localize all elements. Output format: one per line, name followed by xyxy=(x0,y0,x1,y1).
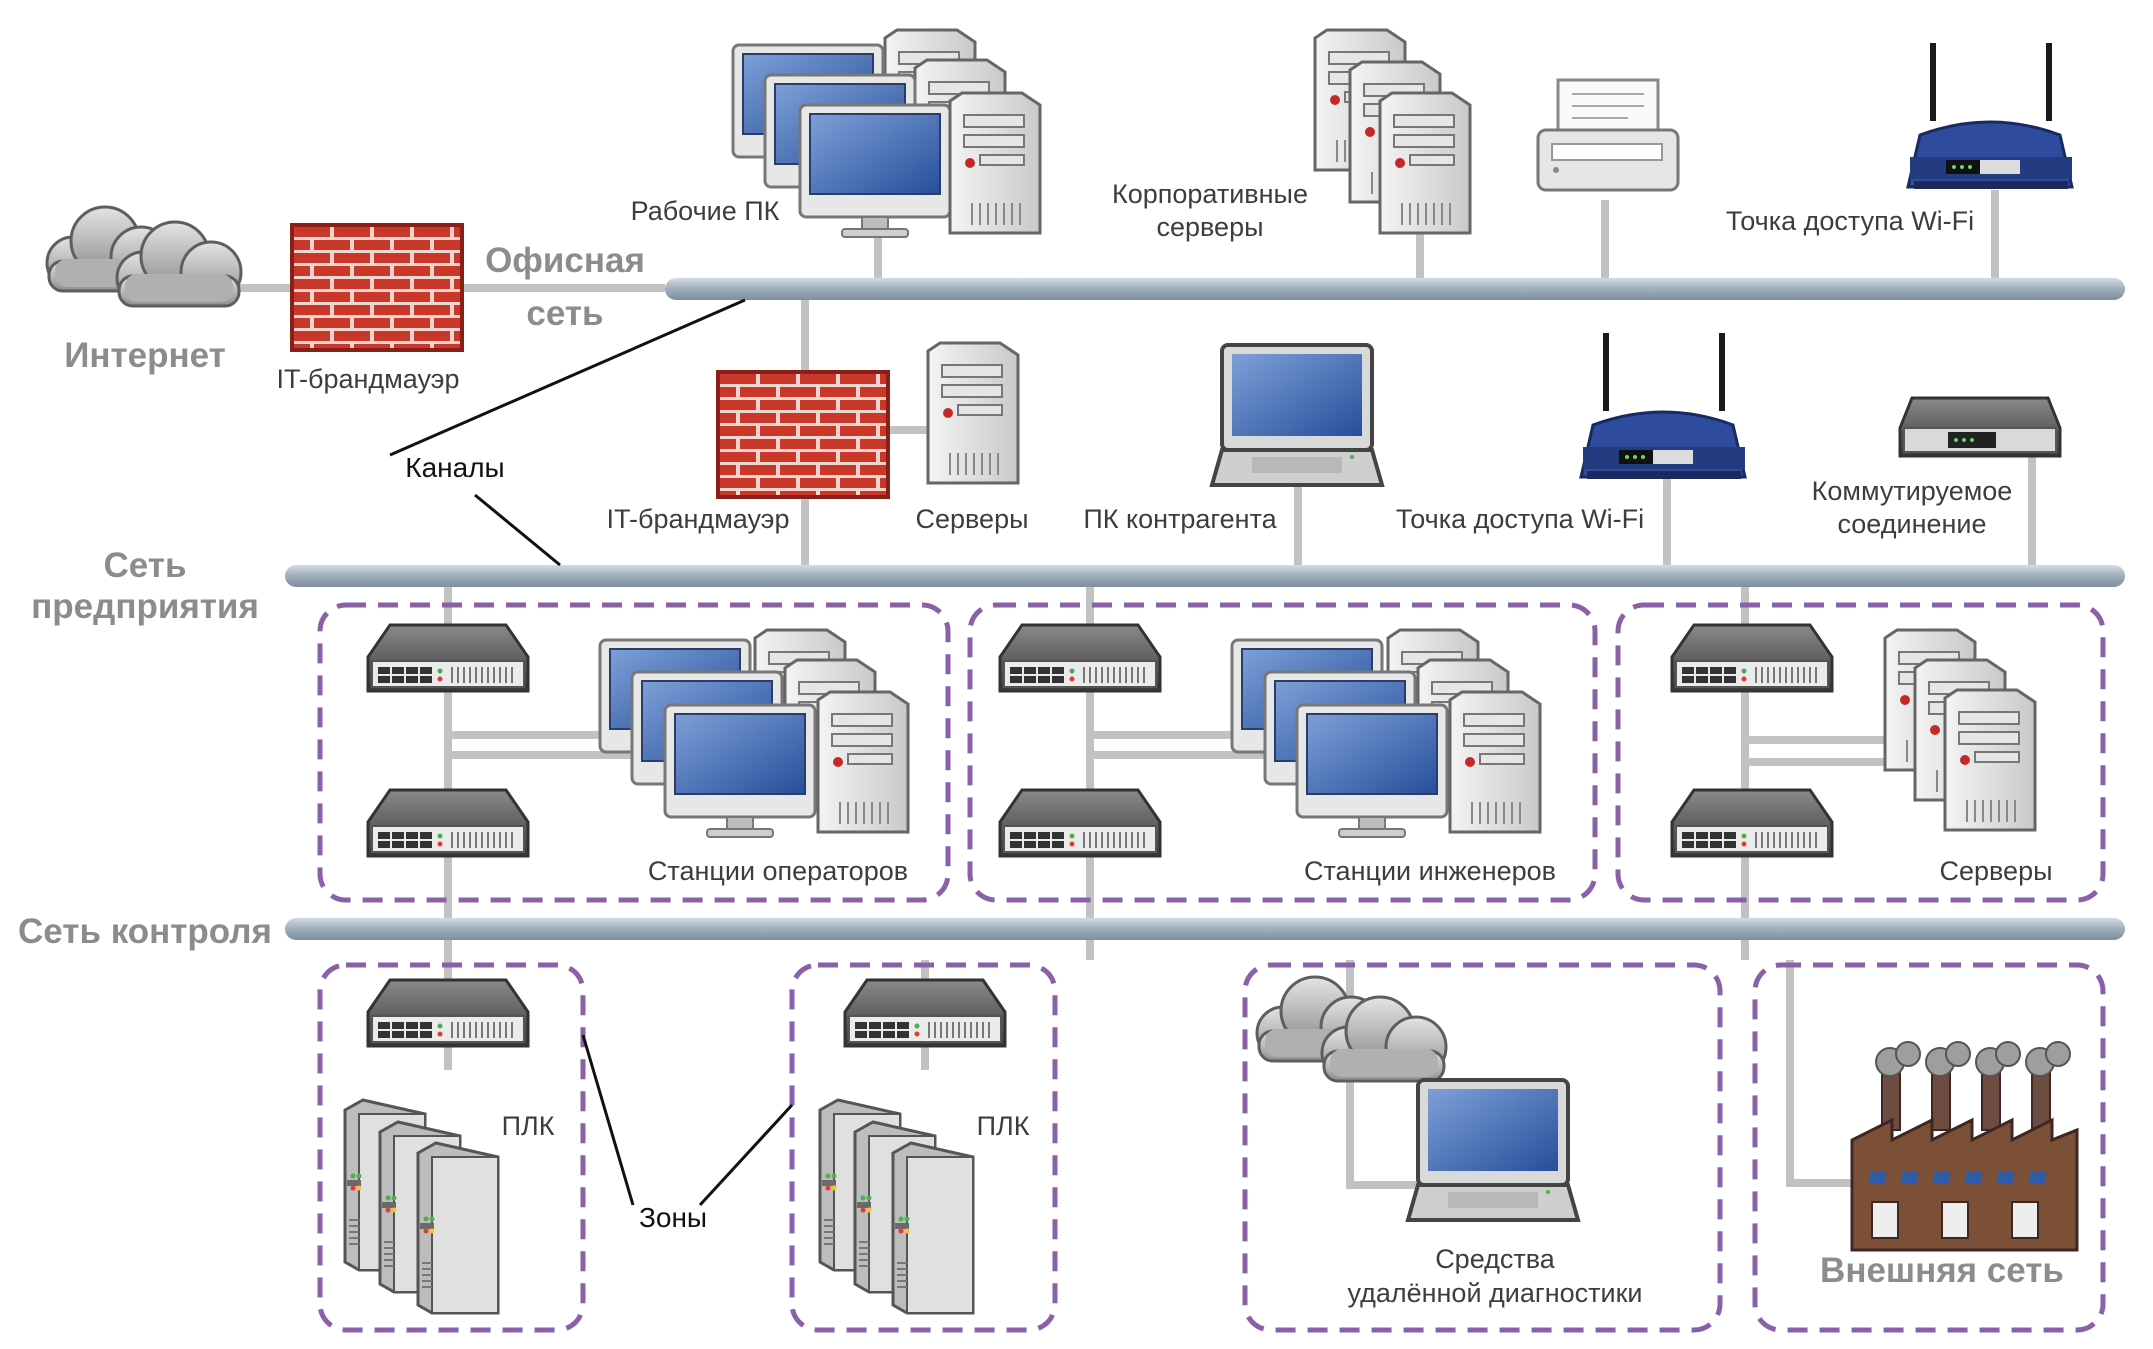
server-tower-icon xyxy=(816,690,910,834)
printer-icon xyxy=(1536,78,1680,192)
desktop-pc-icon xyxy=(1295,703,1449,839)
firewall-icon xyxy=(290,223,464,352)
network-switch-icon xyxy=(366,788,530,858)
wifi-router-icon xyxy=(1906,41,2074,191)
factory-icon xyxy=(1850,1068,2079,1252)
label-contractor-pc: ПК контрагента xyxy=(1083,504,1277,534)
label-enterprise-network-line1: Сеть xyxy=(104,546,187,585)
callout-lines xyxy=(389,298,794,1207)
label-workstations: Рабочие ПК xyxy=(631,196,780,226)
network-switch-icon xyxy=(998,788,1162,858)
wifi-router-icon xyxy=(1579,331,1747,481)
label-operators-stations: Станции операторов xyxy=(648,856,908,886)
laptop-icon xyxy=(1210,343,1384,487)
server-tower-icon xyxy=(1378,91,1472,235)
label-enterprise-network-line2: предприятия xyxy=(31,587,259,626)
modem-icon xyxy=(1898,396,2062,458)
label-corp-servers-line2: серверы xyxy=(1156,212,1263,242)
zone-servers xyxy=(1615,602,2106,903)
plc-icon xyxy=(416,1141,500,1315)
callout-zones: Зоны xyxy=(639,1202,707,1233)
network-switch-icon xyxy=(366,623,530,693)
label-internet: Интернет xyxy=(64,336,226,375)
label-enterprise-firewall: IT-брандмауэр xyxy=(607,504,790,534)
label-engineers-stations: Станции инженеров xyxy=(1304,856,1556,886)
label-remote-diagnostics-line1: Средства xyxy=(1435,1244,1556,1274)
callout-channels: Каналы xyxy=(405,452,504,483)
network-switch-icon xyxy=(1670,623,1834,693)
network-switch-icon xyxy=(998,623,1162,693)
label-office-firewall: IT-брандмауэр xyxy=(277,364,460,394)
security-zones xyxy=(317,602,2106,1333)
zone-external-network xyxy=(1752,962,2106,1333)
server-tower-icon xyxy=(948,91,1042,235)
label-office-wifi: Точка доступа Wi-Fi xyxy=(1726,206,1974,236)
label-dialup-line1: Коммутируемое xyxy=(1812,476,2013,506)
label-office-network-line2: сеть xyxy=(526,294,603,333)
label-plc-2: ПЛК xyxy=(977,1111,1030,1141)
plc-icon xyxy=(891,1141,975,1315)
label-plc-1: ПЛК xyxy=(502,1111,555,1141)
label-corp-servers-line1: Корпоративные xyxy=(1112,179,1308,209)
label-control-network: Сеть контроля xyxy=(18,912,272,951)
label-dialup-line2: соединение xyxy=(1837,509,1986,539)
laptop-icon xyxy=(1406,1078,1580,1222)
label-office-network-line1: Офисная xyxy=(485,241,645,280)
zone-plc-1 xyxy=(317,962,586,1333)
firewall-icon xyxy=(716,370,890,499)
zone-remote-diagnostics xyxy=(1242,962,1723,1333)
desktop-pc-icon xyxy=(798,103,952,239)
network-switch-icon xyxy=(1670,788,1834,858)
server-tower-icon xyxy=(926,341,1020,485)
zone-plc-2 xyxy=(789,962,1058,1333)
label-zone-servers: Серверы xyxy=(1939,856,2052,886)
label-remote-diagnostics-line2: удалённой диагностики xyxy=(1347,1278,1642,1308)
network-switch-icon xyxy=(366,978,530,1048)
label-enterprise-servers: Серверы xyxy=(915,504,1028,534)
office-network-bus xyxy=(665,278,2125,300)
control-network-bus xyxy=(285,918,2125,940)
factory-smoke xyxy=(1875,1041,2071,1077)
desktop-pc-icon xyxy=(663,703,817,839)
zone-operators xyxy=(317,602,951,903)
server-tower-icon xyxy=(1943,688,2037,832)
label-enterprise-wifi: Точка доступа Wi-Fi xyxy=(1396,504,1644,534)
server-tower-icon xyxy=(1448,690,1542,834)
network-switch-icon xyxy=(843,978,1007,1048)
zone-engineers xyxy=(967,602,1598,903)
enterprise-network-bus xyxy=(285,565,2125,587)
label-external-network: Внешняя сеть xyxy=(1820,1251,2064,1290)
